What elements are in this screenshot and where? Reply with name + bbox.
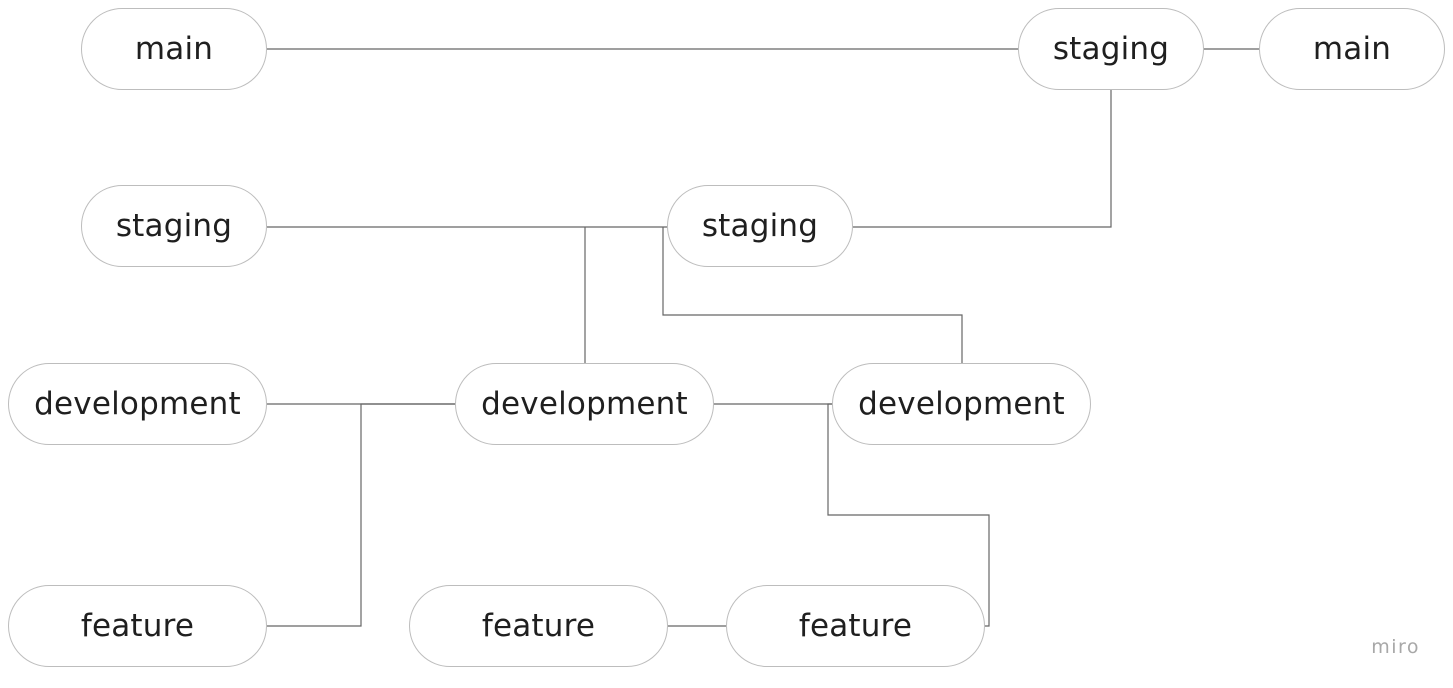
node-label: staging <box>1052 31 1170 67</box>
node-label: feature <box>798 608 913 644</box>
node-label: staging <box>115 208 233 244</box>
node-main-left[interactable]: main <box>81 8 267 90</box>
node-label: feature <box>481 608 596 644</box>
node-staging-middle[interactable]: staging <box>667 185 853 267</box>
node-label: main <box>134 31 214 67</box>
node-label: development <box>858 386 1065 422</box>
node-label: main <box>1312 31 1392 67</box>
edge-staging-to-staging-right[interactable] <box>853 90 1112 228</box>
node-staging-left[interactable]: staging <box>81 185 267 267</box>
node-feature-middle[interactable]: feature <box>409 585 668 667</box>
node-staging-top[interactable]: staging <box>1018 8 1204 90</box>
node-development-left[interactable]: development <box>8 363 267 445</box>
node-label: feature <box>80 608 195 644</box>
node-label: development <box>34 386 241 422</box>
node-development-middle[interactable]: development <box>455 363 714 445</box>
node-development-right[interactable]: development <box>832 363 1091 445</box>
node-label: development <box>481 386 688 422</box>
miro-watermark: miro <box>1371 636 1420 658</box>
node-feature-right[interactable]: feature <box>726 585 985 667</box>
node-label: staging <box>701 208 819 244</box>
node-main-right[interactable]: main <box>1259 8 1445 90</box>
node-feature-left[interactable]: feature <box>8 585 267 667</box>
